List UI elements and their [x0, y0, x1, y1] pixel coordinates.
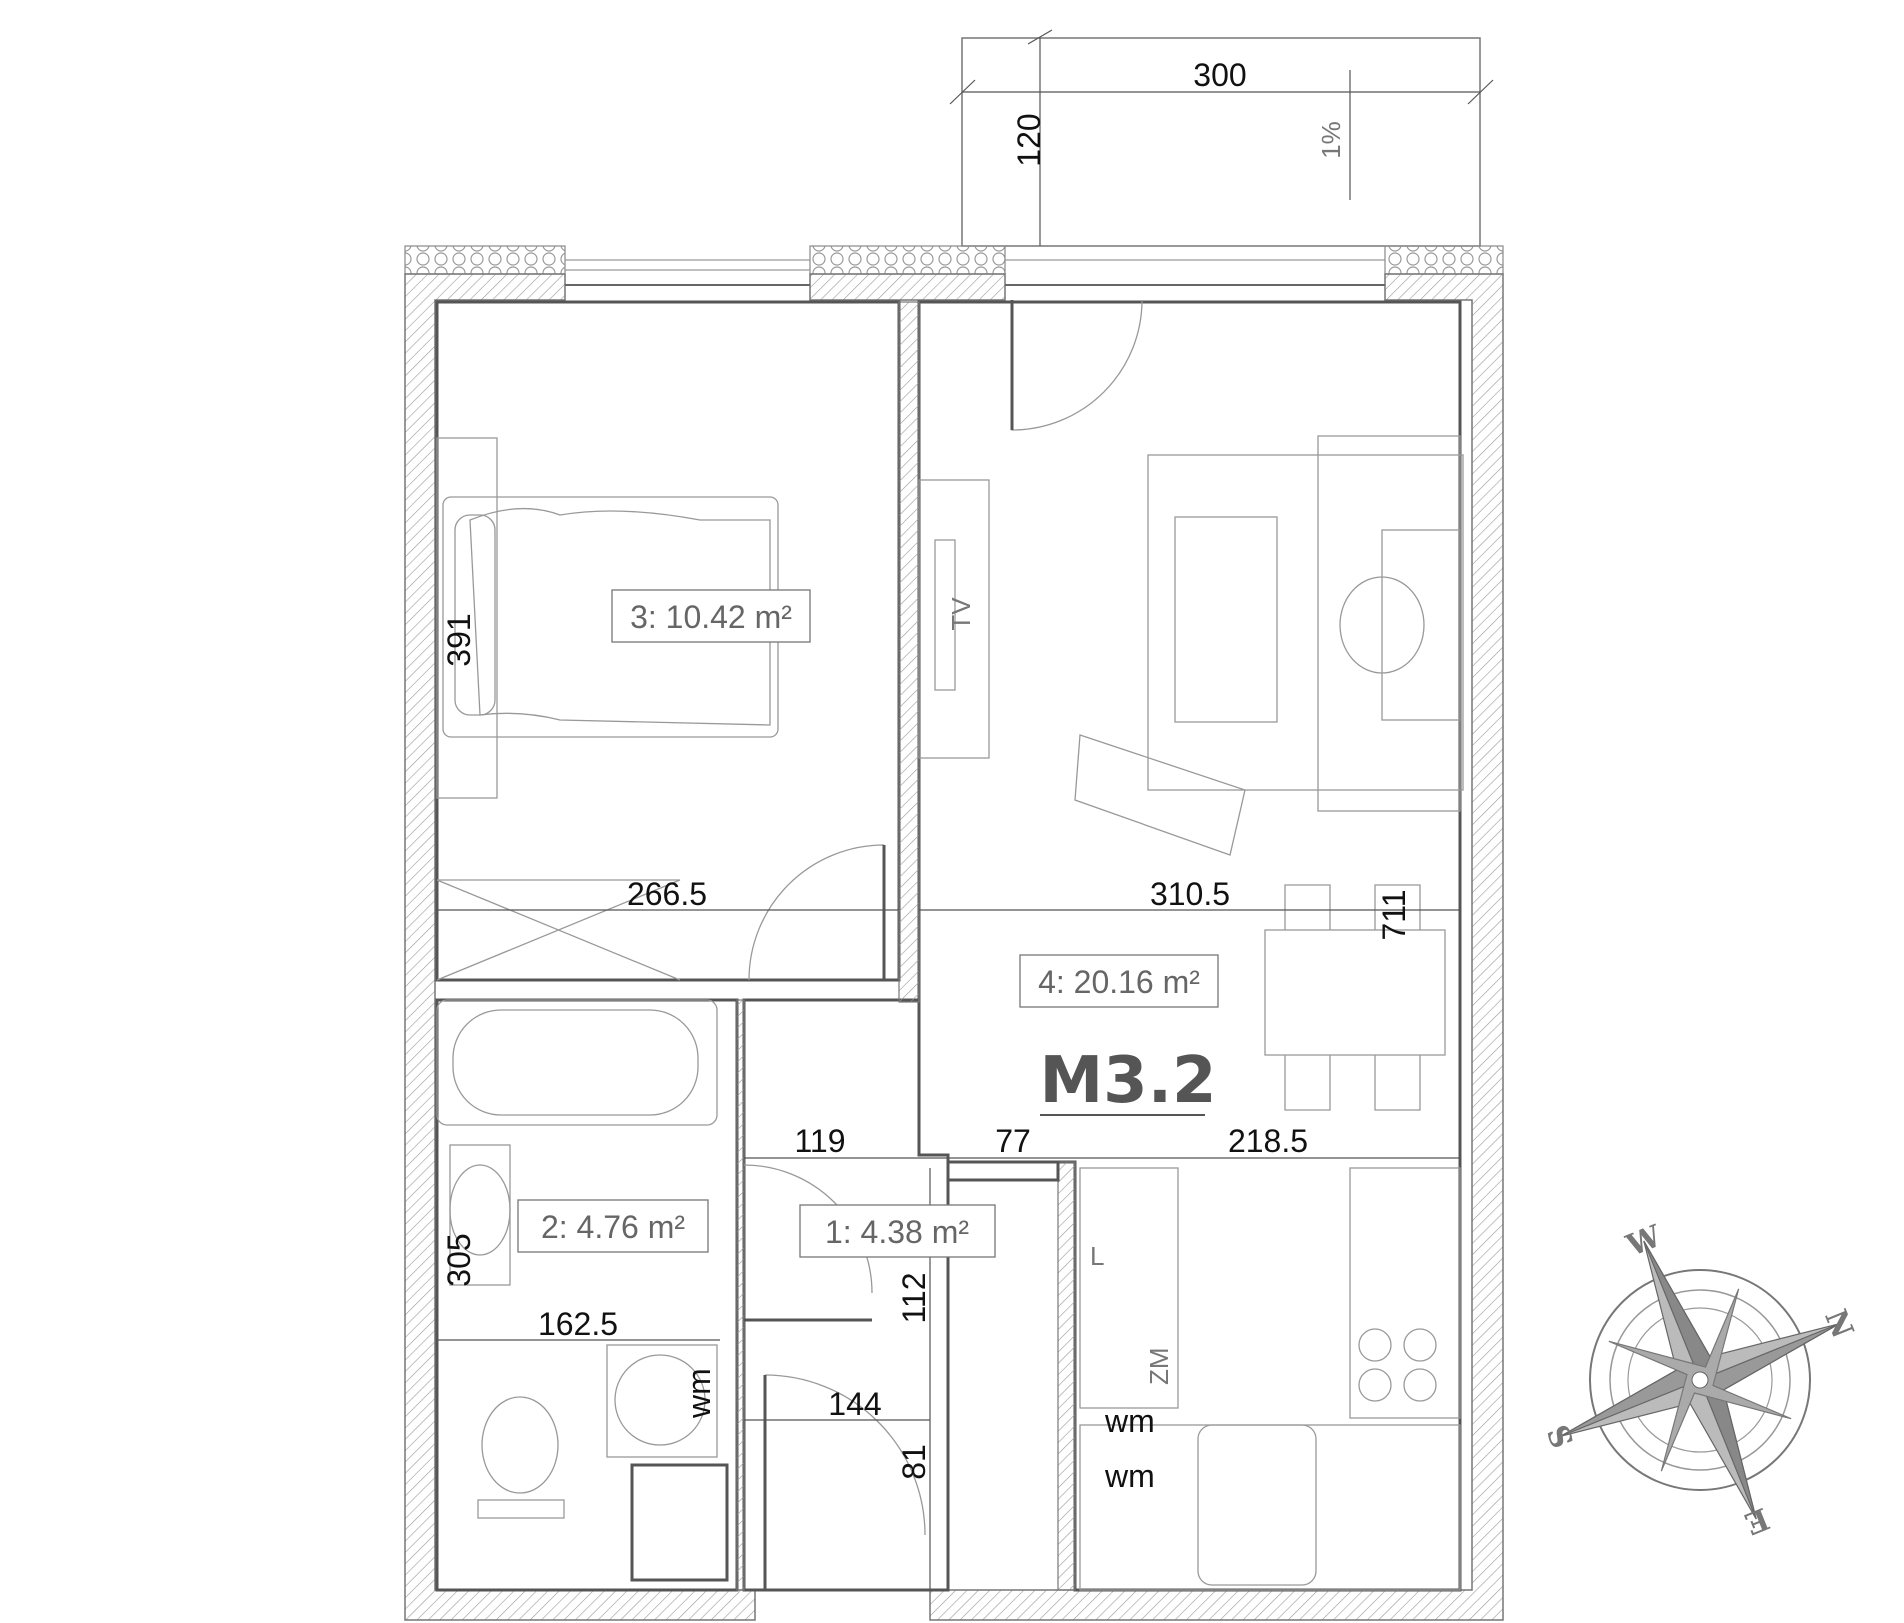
wm-label-2: wm	[1104, 1458, 1155, 1494]
balcony-slope-label: 1%	[1316, 121, 1346, 159]
room-label-2: 2: 4.76 m²	[517, 1199, 709, 1253]
room-outlines	[435, 300, 1462, 1592]
tv-label: TV	[946, 597, 976, 631]
dim-living-height: 711	[1376, 889, 1412, 940]
dim-balcony-width: 300	[1193, 57, 1246, 93]
outer-walls	[404, 273, 1504, 1621]
svg-text:2: 4.76 m²: 2: 4.76 m²	[541, 1209, 685, 1245]
compass-east: E	[1740, 1500, 1774, 1541]
dim-bath-height: 305	[441, 1233, 477, 1286]
dim-bedroom-height: 391	[441, 613, 477, 666]
kitchen: L ZM wm wm	[1079, 1167, 1461, 1591]
kitchen-l-mark: L	[1090, 1241, 1104, 1271]
svg-text:1: 4.38 m²: 1: 4.38 m²	[825, 1214, 969, 1250]
bed	[436, 437, 779, 981]
doors	[743, 299, 1143, 1590]
wm-label-1: wm	[1104, 1403, 1155, 1439]
svg-text:4: 20.16 m²: 4: 20.16 m²	[1038, 964, 1200, 1000]
compass-rose: N S W E	[1541, 1218, 1860, 1541]
dim-bath-width: 162.5	[538, 1306, 618, 1342]
bathroom-fixtures: wm	[436, 999, 729, 1582]
room-label-3: 3: 10.42 m²	[611, 589, 811, 643]
zm-label: ZM	[1144, 1347, 1174, 1385]
dimension-lines	[437, 909, 1460, 1590]
dim-hall-width: 119	[794, 1123, 845, 1159]
dim-bedroom-width: 266.5	[627, 876, 707, 912]
room-label-4: 4: 20.16 m²	[1019, 954, 1219, 1008]
living-furniture: TV	[918, 435, 1464, 1111]
dim-living-width: 310.5	[1150, 876, 1230, 912]
dim-kitchen-width: 218.5	[1228, 1123, 1308, 1159]
room-label-1: 1: 4.38 m²	[799, 1204, 996, 1258]
dim-entry-width: 144	[828, 1386, 881, 1422]
wm-label-bath: wm	[681, 1368, 717, 1419]
compass-north: N	[1817, 1305, 1860, 1344]
dim-hall-mid: 77	[995, 1123, 1031, 1159]
dim-hall-depth: 112	[896, 1272, 932, 1323]
compass-west: W	[1621, 1218, 1667, 1264]
dim-entry-depth: 81	[896, 1444, 932, 1480]
dim-balcony-depth: 120	[1011, 113, 1047, 166]
apartment-title: M3.2	[1039, 1044, 1216, 1118]
svg-text:3: 10.42 m²: 3: 10.42 m²	[630, 599, 792, 635]
compass-south: S	[1541, 1419, 1582, 1452]
balcony: 300 120 1%	[949, 29, 1494, 247]
